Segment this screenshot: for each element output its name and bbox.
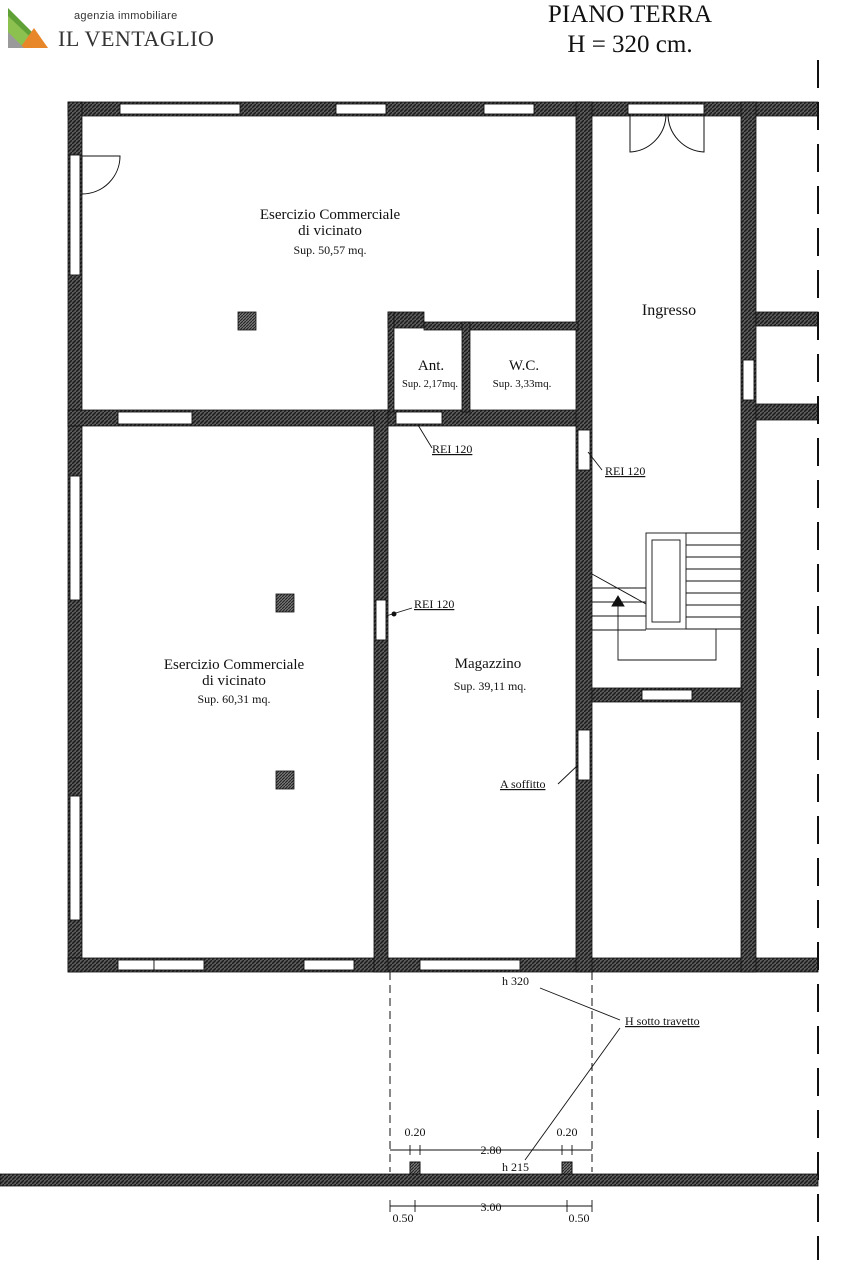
soffitto-label: A soffitto bbox=[500, 777, 545, 791]
ant-name: Ant. bbox=[418, 358, 444, 374]
h320-label: h 320 bbox=[502, 974, 529, 988]
shop-top-area: Sup. 50,57 mq. bbox=[293, 243, 366, 257]
leader-lines bbox=[385, 424, 621, 1161]
shop-top-line2: di vicinato bbox=[298, 223, 362, 239]
magazzino-name: Magazzino bbox=[455, 656, 522, 672]
ingresso-name: Ingresso bbox=[642, 302, 696, 319]
floor-name: PIANO TERRA bbox=[547, 1, 713, 28]
shop-bottom-area: Sup. 60,31 mq. bbox=[197, 692, 270, 706]
ant-area: Sup. 2,17mq. bbox=[402, 379, 458, 390]
shop-bottom-line2: di vicinato bbox=[202, 673, 266, 689]
h-sotto-label: H sotto travetto bbox=[625, 1014, 700, 1028]
annotation-labels: REI 120 REI 120 REI 120 A soffitto h 320… bbox=[414, 442, 700, 1174]
pillars bbox=[237, 311, 295, 790]
dim-300: 3.00 bbox=[481, 1200, 502, 1214]
rei-marker bbox=[391, 611, 397, 617]
bottom-boundary-wall bbox=[0, 1173, 819, 1187]
agency-logo: agenzia immobiliare IL VENTAGLIO bbox=[6, 6, 221, 54]
fan-logo-icon bbox=[8, 8, 48, 48]
walls bbox=[67, 101, 819, 973]
plan-title: PIANO TERRA H = 320 cm. bbox=[500, 0, 760, 60]
portico-pillar-left bbox=[409, 1161, 421, 1175]
dim-280: 2.80 bbox=[481, 1143, 502, 1157]
windows bbox=[69, 103, 755, 971]
rei-label-3: REI 120 bbox=[414, 597, 454, 611]
rei-label-2: REI 120 bbox=[605, 464, 645, 478]
shop-bottom-line1: Esercizio Commerciale bbox=[164, 657, 305, 673]
shop-top-line1: Esercizio Commerciale bbox=[260, 207, 401, 223]
dim-020-right: 0.20 bbox=[557, 1125, 578, 1139]
h215-label: h 215 bbox=[502, 1160, 529, 1174]
dim-050-right: 0.50 bbox=[569, 1211, 590, 1225]
room-labels: Esercizio Commerciale di vicinato Sup. 5… bbox=[164, 207, 696, 706]
rei-label-1: REI 120 bbox=[432, 442, 472, 456]
dim-050-left: 0.50 bbox=[393, 1211, 414, 1225]
dimension-labels: 0.20 2.80 0.20 3.00 0.50 0.50 bbox=[393, 1125, 590, 1225]
doors bbox=[81, 113, 705, 195]
portico bbox=[389, 972, 593, 1172]
dim-020-left: 0.20 bbox=[405, 1125, 426, 1139]
staircase bbox=[591, 532, 741, 661]
dimension-lines bbox=[389, 1145, 593, 1212]
portico-pillar-right bbox=[561, 1161, 573, 1175]
magazzino-area: Sup. 39,11 mq. bbox=[454, 679, 527, 693]
wc-area: Sup. 3,33mq. bbox=[493, 378, 552, 390]
wc-name: W.C. bbox=[509, 358, 539, 374]
floor-height: H = 320 cm. bbox=[567, 31, 693, 58]
agency-name: IL VENTAGLIO bbox=[58, 26, 215, 51]
agency-tagline: agenzia immobiliare bbox=[74, 10, 178, 22]
